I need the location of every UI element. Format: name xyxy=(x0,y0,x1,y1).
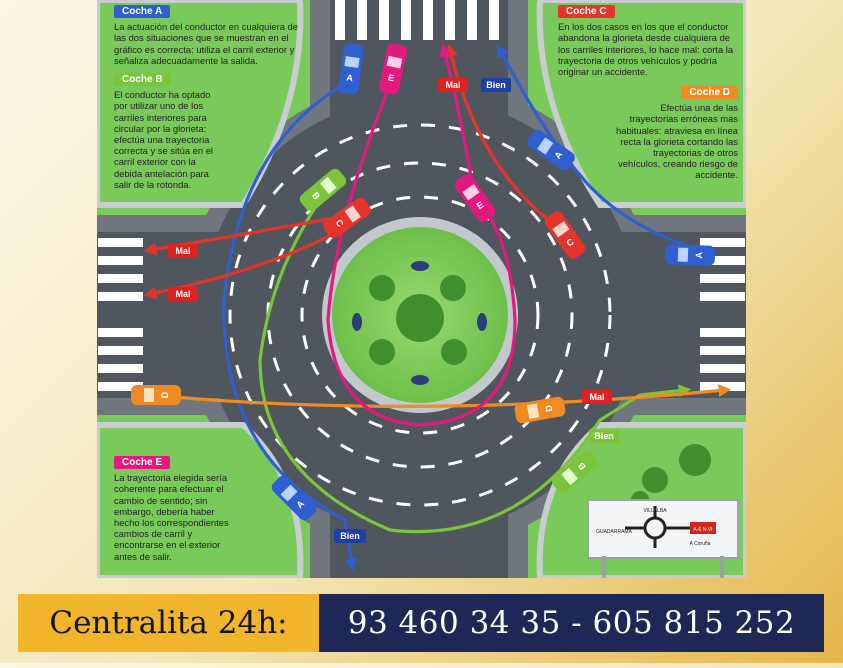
sign-mal-right-text: Mal xyxy=(589,392,604,402)
sign-mal-left-2: Mal xyxy=(168,287,198,301)
tag-coche-d: Coche D xyxy=(681,86,738,100)
road-direction-sign: A-6 N-VI VILLALBA GUADARRAMA A Coruña xyxy=(587,499,739,578)
sign-mal-left-1: Mal xyxy=(168,244,198,258)
car-d-center-letter: D xyxy=(543,404,554,413)
sign-bien-bottom-text: Bien xyxy=(340,531,360,541)
road-sign-bottom: A Coruña xyxy=(690,541,711,547)
car-a-top: A xyxy=(338,43,364,95)
text-coche-c: En los dos casos en los que el conductor… xyxy=(558,21,734,78)
island-signs xyxy=(352,261,487,385)
note-coche-c: Coche C En los dos casos en los que el c… xyxy=(558,5,738,77)
text-coche-e: La trayectoria elegida sería coherente p… xyxy=(114,472,229,562)
sign-mal-top-text: Mal xyxy=(445,80,460,90)
car-b-top: B xyxy=(299,168,347,212)
car-a-bottom: A xyxy=(271,475,317,521)
note-coche-a: Coche A La actuación del conductor en cu… xyxy=(114,5,304,66)
car-e-top: E xyxy=(379,43,407,95)
zebra-crossings xyxy=(98,0,745,391)
road-sign-top: VILLALBA xyxy=(643,508,667,514)
trajectory-coche-d xyxy=(148,384,732,408)
sign-mal-left-2-text: Mal xyxy=(175,289,190,299)
banner-label: Centralita 24h: xyxy=(18,594,319,652)
road-sign-left: GUADARRAMA xyxy=(596,529,633,535)
tag-coche-b: Coche B xyxy=(114,73,171,87)
car-c-left: C xyxy=(323,197,371,239)
trajectory-coche-a-right xyxy=(497,44,702,252)
sign-mal-top: Mal xyxy=(438,78,468,92)
text-coche-a: La actuación del conductor en cualquiera… xyxy=(114,21,298,66)
trajectory-coche-b xyxy=(258,198,692,534)
sign-bien-top-text: Bien xyxy=(486,80,506,90)
banner-phones[interactable]: 93 460 34 35 - 605 815 252 xyxy=(319,594,824,652)
car-c-right-letter: C xyxy=(565,236,576,248)
sign-bien-right: Bien xyxy=(589,429,619,443)
corner-trees xyxy=(631,444,711,509)
car-e-right-letter: E xyxy=(475,200,486,212)
contact-banner: Centralita 24h: 93 460 34 35 - 605 815 2… xyxy=(18,594,824,652)
sign-mal-left-1-text: Mal xyxy=(175,246,190,256)
island-trees xyxy=(369,275,467,365)
tag-coche-c: Coche C xyxy=(558,5,615,19)
note-coche-e: Coche E La trayectoria elegida sería coh… xyxy=(114,456,232,562)
car-c-left-letter: C xyxy=(334,218,346,229)
car-d-west-letter: D xyxy=(160,391,170,398)
car-d-center: D xyxy=(514,396,566,424)
car-a-east-letter: A xyxy=(694,251,704,258)
car-b-bottom-letter: B xyxy=(576,460,588,472)
tag-coche-e: Coche E xyxy=(114,456,171,470)
note-coche-d: Coche D Efectúa una de las trayectorias … xyxy=(610,86,738,181)
text-coche-b: El conductor ha optado por utilizar uno … xyxy=(114,89,214,190)
note-coche-b: Coche B El conductor ha optado por utili… xyxy=(114,73,224,190)
car-a-right-letter: A xyxy=(552,149,564,160)
car-a-right: A xyxy=(527,129,575,171)
car-e-right: E xyxy=(454,174,496,222)
car-b-bottom: B xyxy=(551,450,599,494)
car-e-top-letter: E xyxy=(387,72,395,83)
sign-bien-right-text: Bien xyxy=(594,431,614,441)
sign-bien-bottom: Bien xyxy=(334,529,366,543)
car-d-west: D xyxy=(131,385,181,405)
car-a-east: A xyxy=(664,244,716,266)
text-coche-d: Efectúa una de las trayectorias erróneas… xyxy=(616,102,738,181)
road-sign-badge: A-6 N-VI xyxy=(693,527,712,533)
car-a-top-letter: A xyxy=(346,73,354,84)
sign-mal-right: Mal xyxy=(582,390,612,404)
sign-bien-top: Bien xyxy=(481,78,511,92)
car-c-right: C xyxy=(544,211,586,259)
car-b-top-letter: B xyxy=(310,190,322,202)
tag-coche-a: Coche A xyxy=(114,5,171,19)
